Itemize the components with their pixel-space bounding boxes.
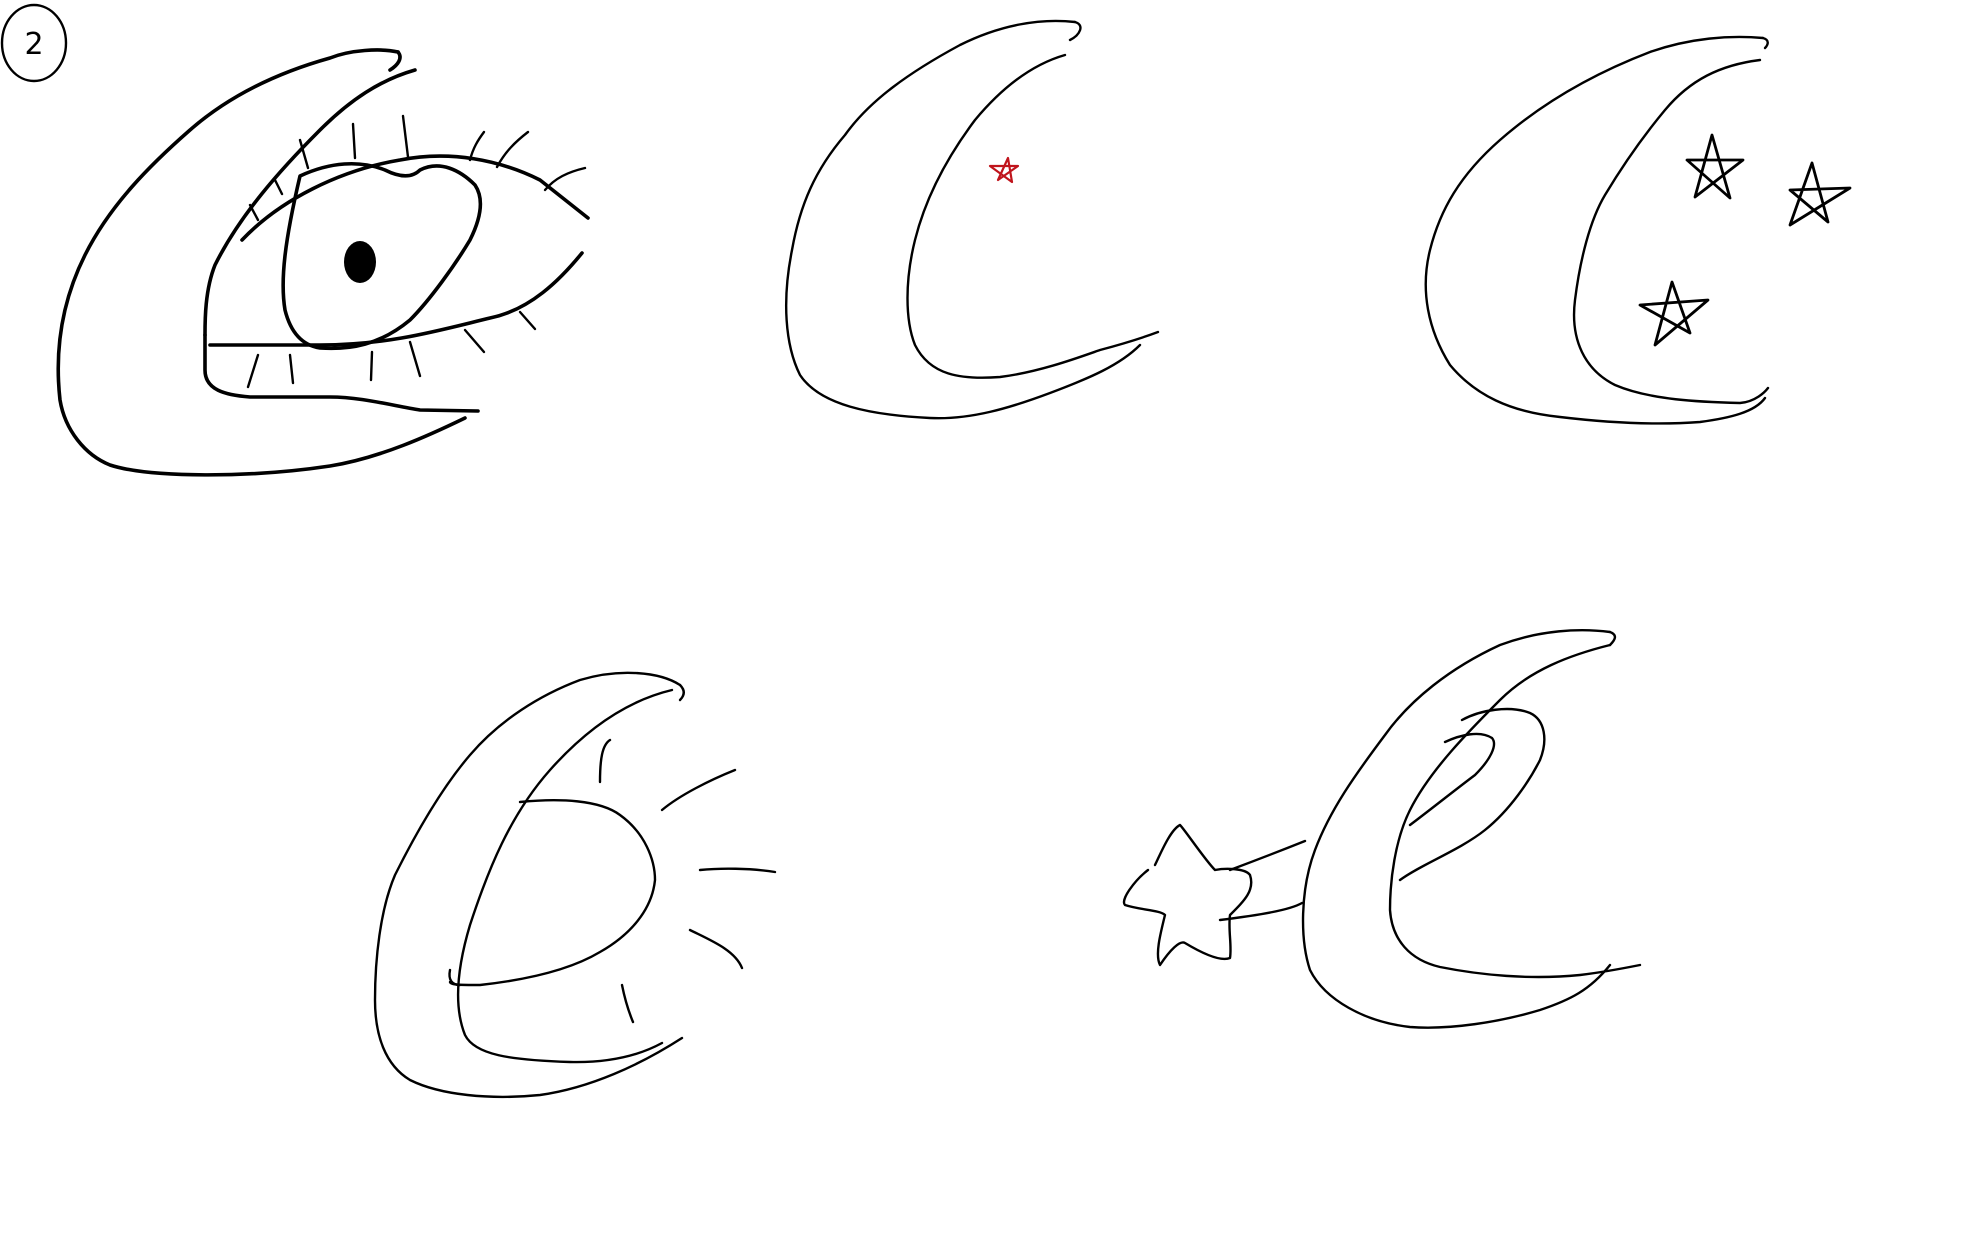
crescent-moon-with-radiating-sun-icon bbox=[373, 671, 777, 1099]
crescent-moon-with-three-stars-icon bbox=[1424, 35, 1852, 425]
crescent-moon-with-eye-icon bbox=[56, 48, 590, 477]
crescent-moon-with-shooting-star-icon bbox=[1122, 629, 1642, 1029]
page-number-badge: 2 bbox=[0, 3, 68, 83]
page-number: 2 bbox=[24, 27, 43, 62]
crescent-moon-with-small-red-star-icon bbox=[784, 19, 1160, 420]
